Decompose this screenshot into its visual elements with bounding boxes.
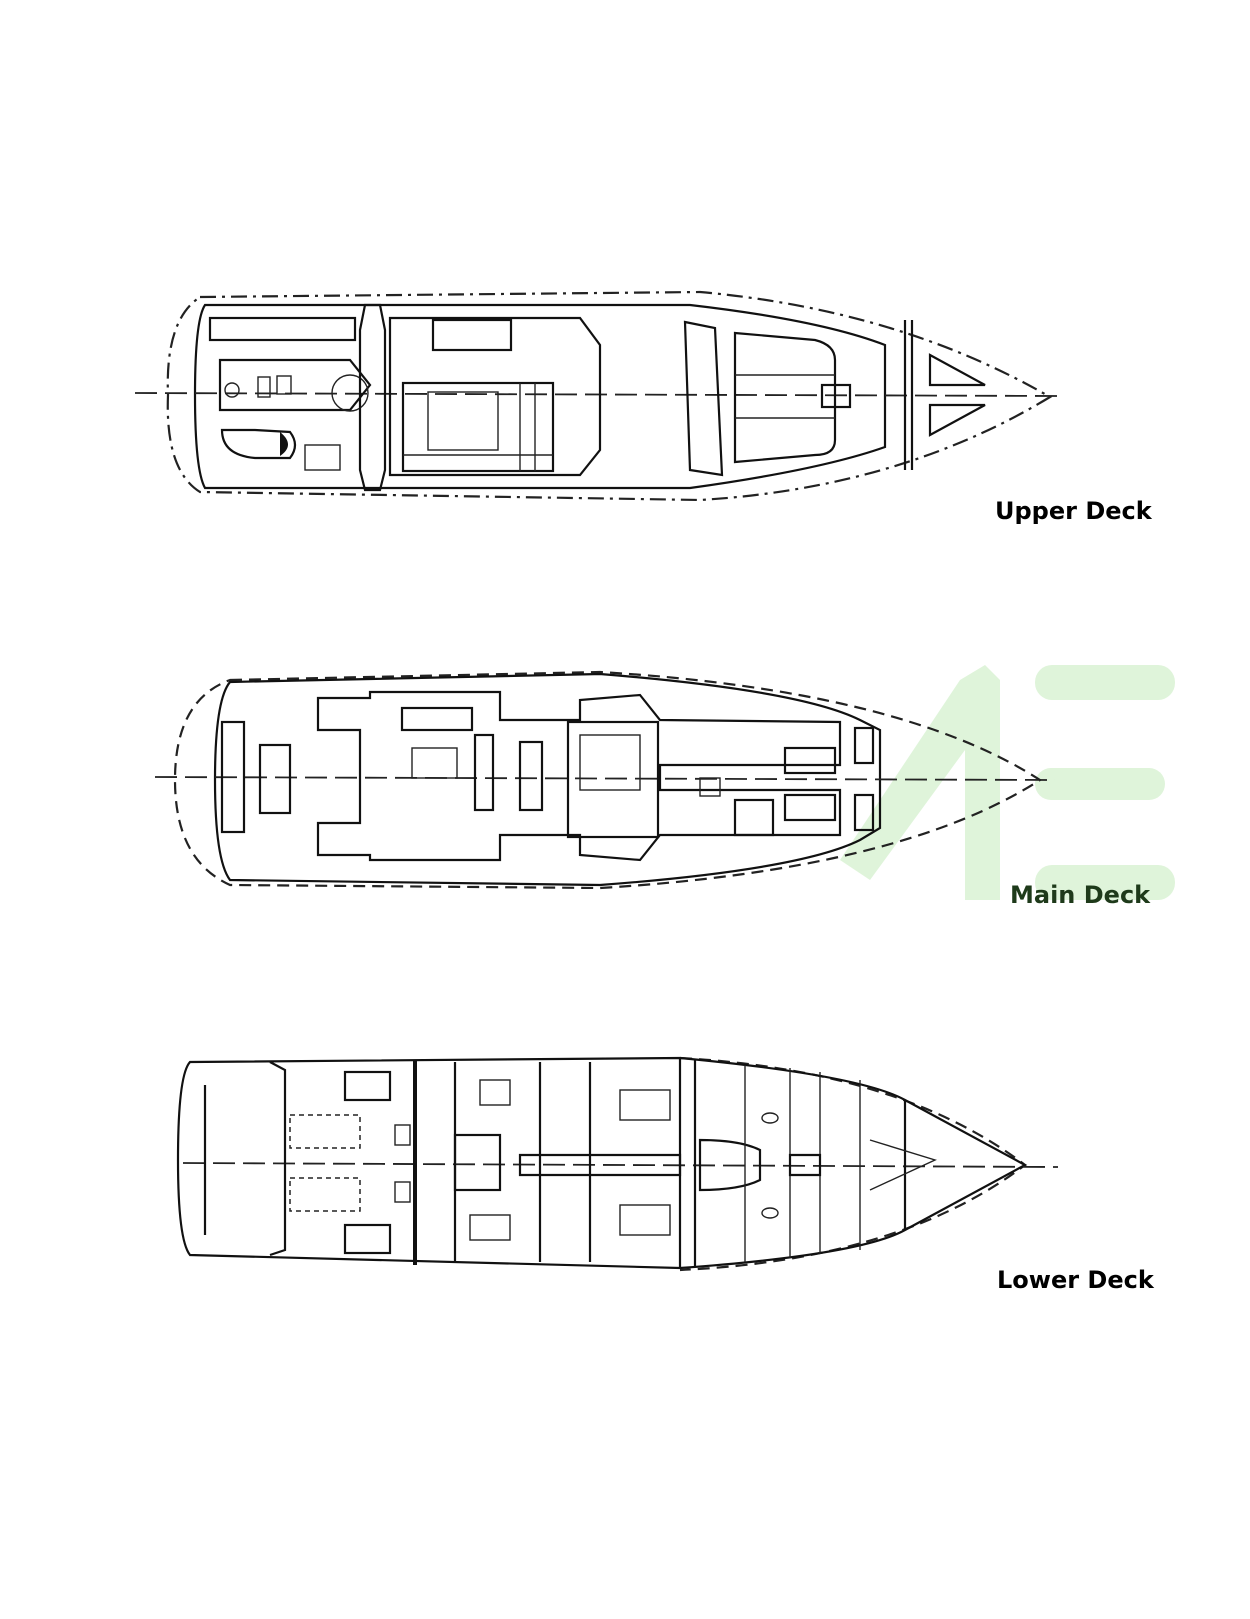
- lower-deck-plan: [176, 1056, 1059, 1272]
- main-deck-label: Main Deck: [1010, 881, 1151, 909]
- watermark-logo: [840, 665, 1175, 900]
- lower-deck-label: Lower Deck: [997, 1266, 1154, 1294]
- upper-deck-label: Upper Deck: [995, 497, 1152, 525]
- upper-deck-plan: [134, 290, 1061, 502]
- main-deck-plan: [154, 670, 1056, 890]
